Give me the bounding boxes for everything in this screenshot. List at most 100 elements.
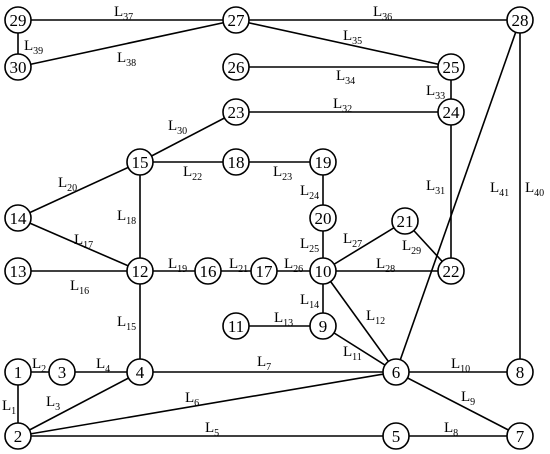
edge-label-l27: L27 — [343, 231, 362, 250]
node-circle — [506, 6, 534, 34]
node-5: 5 — [382, 422, 410, 450]
node-label: 1 — [14, 363, 23, 382]
node-circle — [222, 53, 250, 81]
node-circle — [437, 53, 465, 81]
node-circle — [309, 257, 337, 285]
node-label: 10 — [315, 262, 332, 281]
node-circle — [194, 257, 222, 285]
edge-label-l13: L13 — [274, 310, 293, 329]
node-label: 16 — [200, 262, 217, 281]
node-circle — [222, 312, 250, 340]
edge-labels-layer: L1L2L3L4L5L6L7L8L9L10L11L12L13L14L15L16L… — [2, 4, 544, 439]
node-label: 6 — [392, 363, 401, 382]
node-6: 6 — [382, 358, 410, 386]
edge-label-l23: L23 — [273, 164, 292, 183]
node-label: 2 — [14, 427, 23, 446]
edge-l20 — [17, 161, 141, 219]
node-15: 15 — [126, 148, 154, 176]
node-circle — [250, 257, 278, 285]
node-label: 7 — [516, 427, 525, 446]
node-29: 29 — [4, 6, 32, 34]
edge-label-l22: L22 — [183, 164, 202, 183]
node-25: 25 — [437, 53, 465, 81]
node-label: 11 — [228, 317, 244, 336]
edge-label-l11: L11 — [343, 344, 362, 363]
node-label: 24 — [443, 103, 461, 122]
edge-label-l7: L7 — [257, 354, 271, 373]
node-circle — [126, 257, 154, 285]
edge-label-l37: L37 — [114, 4, 133, 23]
node-circle — [222, 148, 250, 176]
node-1: 1 — [4, 358, 32, 386]
edge-label-l4: L4 — [96, 356, 110, 375]
node-circle — [437, 98, 465, 126]
node-circle — [382, 358, 410, 386]
node-label: 30 — [10, 58, 27, 77]
node-circle — [506, 422, 534, 450]
edge-label-l32: L32 — [333, 96, 352, 115]
edge-label-l30: L30 — [168, 118, 187, 137]
node-label: 25 — [443, 58, 460, 77]
node-label: 18 — [228, 153, 245, 172]
edge-label-l31: L31 — [426, 178, 445, 197]
edge-label-l5: L5 — [205, 420, 219, 439]
edge-label-l28: L28 — [376, 256, 395, 275]
edge-label-l18: L18 — [117, 208, 136, 227]
node-13: 13 — [4, 257, 32, 285]
edge-label-l33: L33 — [426, 83, 445, 102]
node-20: 20 — [309, 204, 337, 232]
edge-label-l12: L12 — [366, 308, 385, 327]
node-circle — [222, 98, 250, 126]
node-label: 15 — [132, 153, 149, 172]
edge-label-l17: L17 — [74, 232, 93, 251]
node-8: 8 — [506, 358, 534, 386]
node-label: 27 — [228, 11, 246, 30]
node-circle — [4, 257, 32, 285]
node-30: 30 — [4, 53, 32, 81]
node-7: 7 — [506, 422, 534, 450]
node-12: 12 — [126, 257, 154, 285]
edge-l3 — [17, 371, 141, 437]
edge-label-l15: L15 — [117, 314, 136, 333]
node-18: 18 — [222, 148, 250, 176]
edge-label-l41: L41 — [490, 180, 509, 199]
node-circle — [4, 6, 32, 34]
node-11: 11 — [222, 312, 250, 340]
edge-label-l29: L29 — [402, 238, 421, 257]
node-circle — [309, 204, 337, 232]
edge-l17 — [17, 217, 141, 272]
node-label: 20 — [315, 209, 332, 228]
node-17: 17 — [250, 257, 278, 285]
node-circle — [48, 358, 76, 386]
node-circle — [222, 6, 250, 34]
edge-label-l26: L26 — [284, 256, 303, 275]
edge-label-l6: L6 — [185, 390, 199, 409]
node-4: 4 — [126, 358, 154, 386]
node-label: 3 — [58, 363, 67, 382]
node-21: 21 — [391, 207, 419, 235]
node-26: 26 — [222, 53, 250, 81]
node-circle — [382, 422, 410, 450]
edge-label-l20: L20 — [58, 175, 77, 194]
node-16: 16 — [194, 257, 222, 285]
edges-layer — [17, 19, 521, 437]
node-circle — [126, 358, 154, 386]
node-label: 26 — [228, 58, 245, 77]
edge-label-l8: L8 — [444, 420, 458, 439]
node-9: 9 — [309, 312, 337, 340]
edge-label-l25: L25 — [300, 236, 319, 255]
node-circle — [391, 207, 419, 235]
node-label: 12 — [132, 262, 149, 281]
node-28: 28 — [506, 6, 534, 34]
node-circle — [4, 422, 32, 450]
node-label: 13 — [10, 262, 27, 281]
node-2: 2 — [4, 422, 32, 450]
node-label: 23 — [228, 103, 245, 122]
edge-label-l3: L3 — [46, 394, 60, 413]
edge-label-l21: L21 — [229, 256, 248, 275]
edge-label-l35: L35 — [343, 28, 362, 47]
edge-label-l36: L36 — [373, 4, 392, 23]
edge-l30 — [139, 111, 237, 163]
